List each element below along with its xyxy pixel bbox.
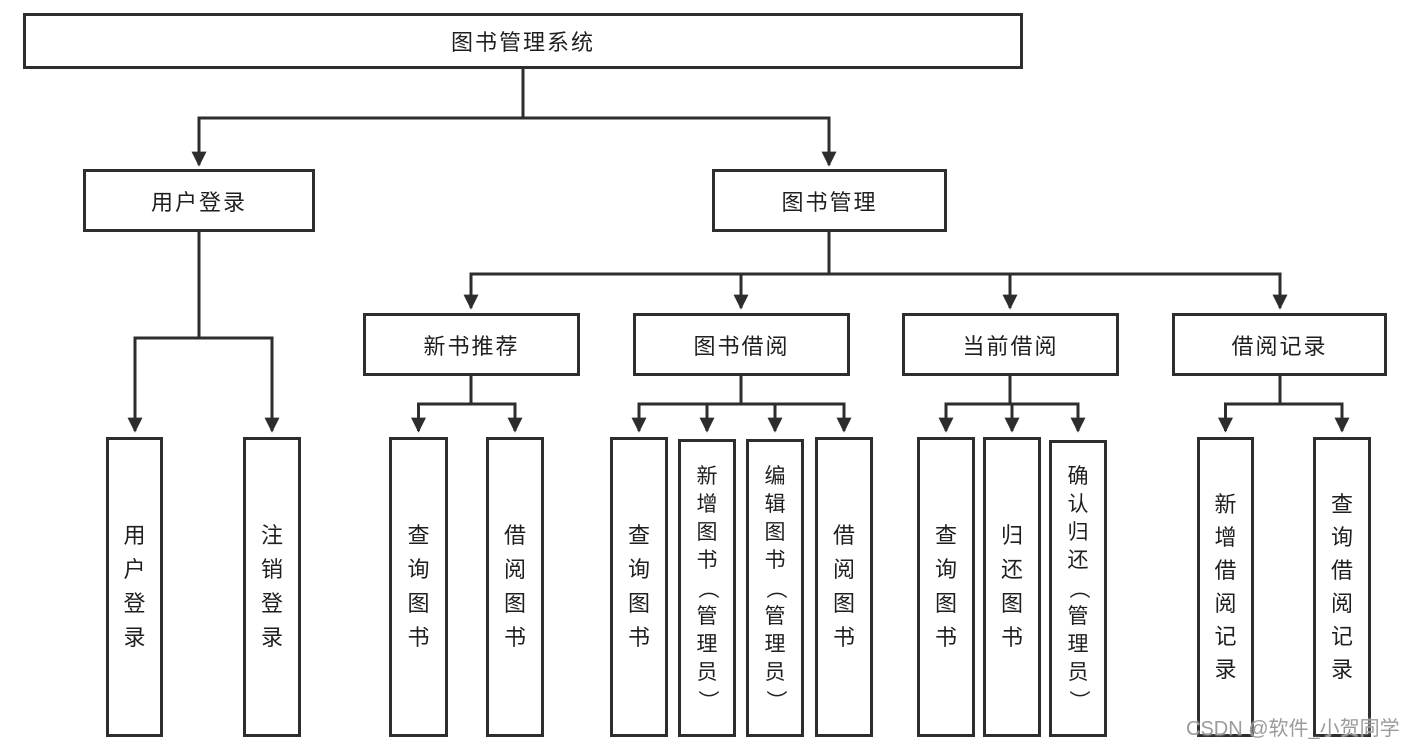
node-book-borrow: 图书借阅 xyxy=(633,313,850,376)
watermark: CSDN @软件_小贺同学 xyxy=(1186,718,1400,740)
node-label-add-book-admin: 新增图书（管理员） xyxy=(695,464,719,711)
node-leaf-user-login: 用户登录 xyxy=(106,437,163,737)
node-label-borrow-query-book: 查询图书 xyxy=(627,523,650,650)
node-label-borrow-lend-book: 借阅图书 xyxy=(832,523,855,650)
node-leaf-rec-borrow-book: 借阅图书 xyxy=(486,437,544,737)
node-leaf-add-borrow-record: 新增借阅记录 xyxy=(1197,437,1254,737)
node-label-user-login: 用户登录 xyxy=(150,189,247,215)
node-leaf-current-query-book: 查询图书 xyxy=(917,437,975,737)
node-label-return-book: 归还图书 xyxy=(1000,523,1023,650)
node-label-leaf-user-login: 用户登录 xyxy=(123,523,146,650)
node-label-current-query-book: 查询图书 xyxy=(934,523,957,650)
node-leaf-rec-query-book: 查询图书 xyxy=(389,437,448,737)
node-label-book-mgmt: 图书管理 xyxy=(781,189,878,215)
node-leaf-borrow-lend-book: 借阅图书 xyxy=(815,437,873,737)
node-label-confirm-return-admin: 确认归还（管理员） xyxy=(1066,465,1090,711)
node-label-book-borrow: 图书借阅 xyxy=(693,333,790,359)
node-current-borrow: 当前借阅 xyxy=(902,313,1119,376)
node-leaf-logout: 注销登录 xyxy=(243,437,301,737)
node-label-edit-book-admin: 编辑图书（管理员） xyxy=(763,464,787,711)
node-leaf-borrow-query-book: 查询图书 xyxy=(610,437,668,737)
node-leaf-query-borrow-record: 查询借阅记录 xyxy=(1313,437,1371,737)
node-borrow-record: 借阅记录 xyxy=(1172,313,1387,376)
node-leaf-confirm-return-admin: 确认归还（管理员） xyxy=(1049,440,1107,737)
node-label-new-book-rec: 新书推荐 xyxy=(423,333,520,359)
node-new-book-rec: 新书推荐 xyxy=(363,313,580,376)
node-label-add-borrow-record: 新增借阅记录 xyxy=(1214,491,1237,682)
node-label-query-borrow-record: 查询借阅记录 xyxy=(1330,491,1353,682)
node-user-login: 用户登录 xyxy=(83,169,315,232)
node-book-mgmt: 图书管理 xyxy=(712,169,947,232)
node-leaf-edit-book-admin: 编辑图书（管理员） xyxy=(746,439,804,737)
node-label-rec-borrow-book: 借阅图书 xyxy=(503,523,526,650)
node-label-leaf-logout: 注销登录 xyxy=(260,523,283,650)
node-label-rec-query-book: 查询图书 xyxy=(407,523,430,650)
node-label-borrow-record: 借阅记录 xyxy=(1231,333,1328,359)
node-root: 图书管理系统 xyxy=(23,13,1023,69)
node-leaf-add-book-admin: 新增图书（管理员） xyxy=(678,439,736,737)
node-label-current-borrow: 当前借阅 xyxy=(962,333,1059,359)
node-label-root: 图书管理系统 xyxy=(450,30,595,55)
node-leaf-return-book: 归还图书 xyxy=(983,437,1041,737)
